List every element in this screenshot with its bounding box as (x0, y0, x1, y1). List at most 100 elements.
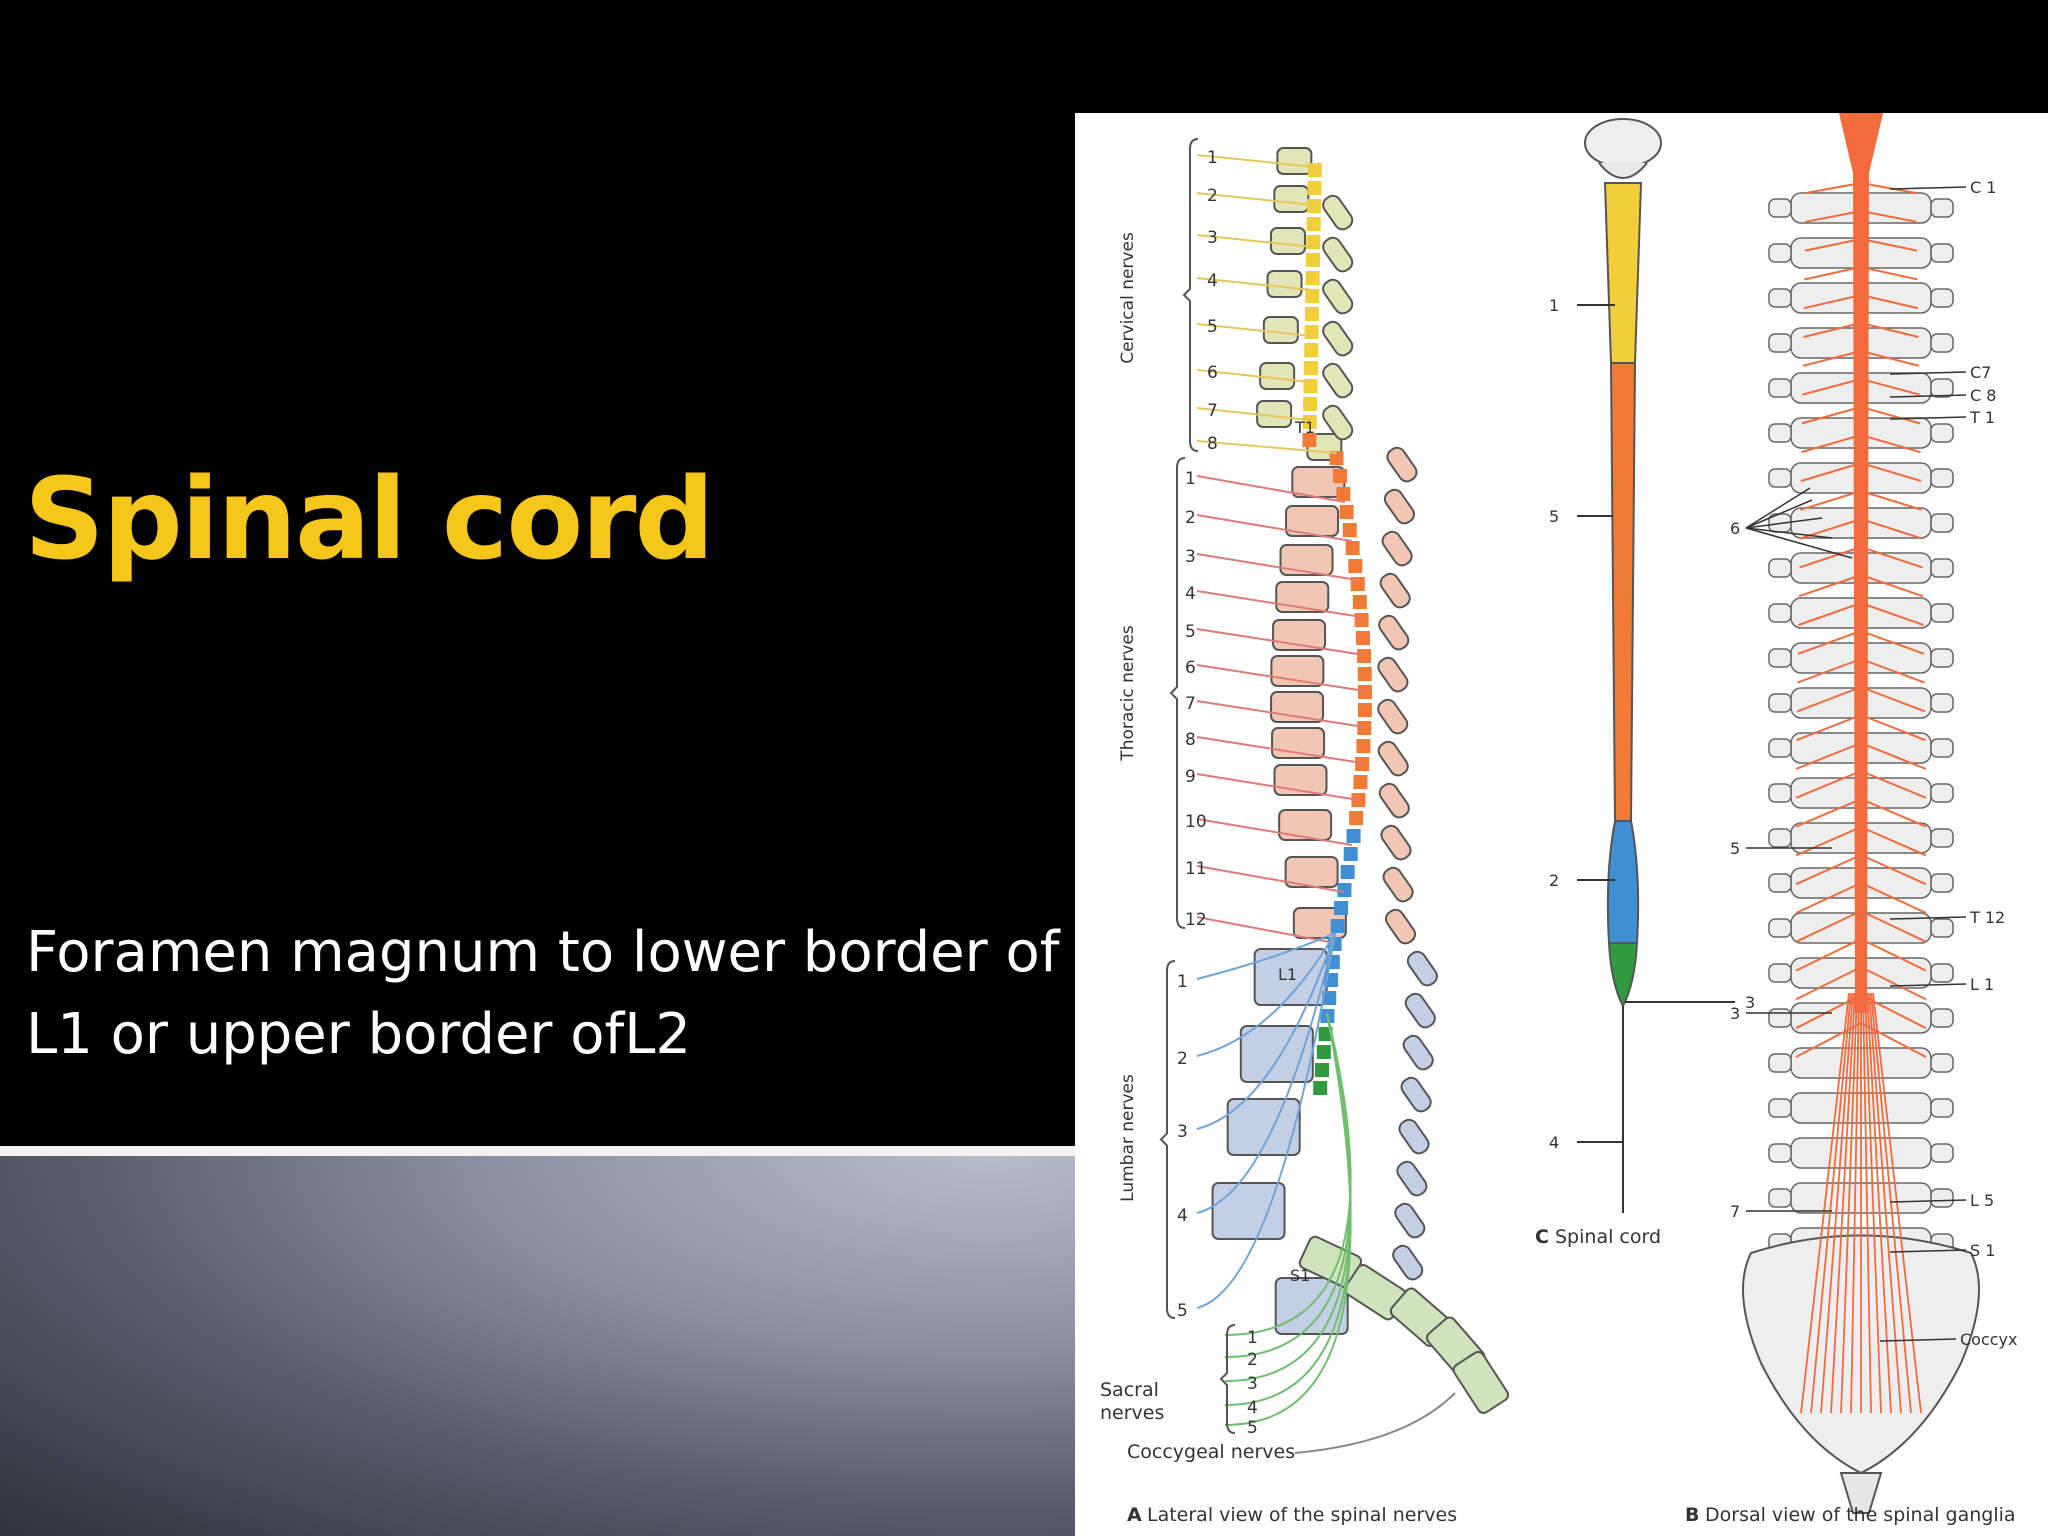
transverse-process (1768, 288, 1792, 308)
vertebral-body (1279, 544, 1334, 576)
dorsal-label-right: C 1 (1970, 178, 1996, 197)
body-line-2: L1 or upper border ofL2 (26, 1002, 692, 1067)
spinous-process (1406, 950, 1438, 987)
cord-segment (1306, 235, 1321, 249)
nerve-root-right (1860, 406, 1921, 425)
caption-c: Spinal cord (1555, 1226, 1661, 1248)
cord-segment (1329, 451, 1344, 465)
nerve-root-left (1800, 462, 1862, 482)
dorsal-label-left: 5 (1730, 839, 1740, 858)
transverse-process (1768, 198, 1792, 218)
transverse-process (1768, 738, 1792, 758)
nerve-number: 3 (1185, 547, 1196, 567)
transverse-process (1930, 198, 1954, 218)
spinous-process (1377, 740, 1409, 777)
cord-segment (1305, 271, 1320, 285)
cord-segment (1345, 541, 1360, 555)
nerve-line (1196, 932, 1336, 1057)
nerve-line (1196, 323, 1312, 337)
nerve-root-left (1802, 378, 1862, 396)
nerve-line (1196, 932, 1336, 1309)
nerve-line (1196, 590, 1362, 618)
nerve-root-right (1860, 322, 1919, 338)
cord-segment (1336, 487, 1351, 501)
nerve-root-right (1860, 854, 1927, 886)
cauda-equina-nerve (1840, 992, 1858, 1414)
dorsal-label-right: Coccyx (1960, 1330, 2018, 1349)
nerve-number: 1 (1207, 148, 1218, 168)
cord-segment (1304, 343, 1319, 357)
nerve-root-right (1860, 210, 1917, 223)
nerve-root-right (1860, 238, 1918, 252)
vertebra-tag-t1: T1 (1294, 418, 1315, 437)
transverse-process (1768, 603, 1792, 623)
transverse-process (1768, 1188, 1792, 1208)
nerve-root-left (1803, 294, 1862, 310)
dorsal-pointer (1745, 527, 1833, 539)
transverse-process (1930, 468, 1954, 488)
cord-segment (1305, 289, 1320, 303)
nerve-root-right (1860, 434, 1921, 454)
nerve-line (1196, 932, 1336, 980)
cord-segment (1357, 703, 1372, 717)
nerve-line (1196, 664, 1366, 692)
nerve-root-left (1796, 714, 1862, 742)
cord-segment (1330, 919, 1345, 933)
cord-segment (1349, 811, 1364, 825)
cord-label: 2 (1549, 871, 1559, 890)
cord-segment (1356, 739, 1371, 753)
slide-body: Foramen magnum to lower border of L1 or … (26, 912, 1076, 1076)
transverse-process (1930, 783, 1954, 803)
nerve-number: 5 (1207, 317, 1218, 337)
spinous-process (1400, 1076, 1432, 1113)
nerve-line (1224, 1012, 1352, 1426)
nerve-number: 2 (1185, 508, 1196, 528)
transverse-process (1930, 1143, 1954, 1163)
nerve-line (1196, 932, 1336, 1214)
nerve-number: 1 (1185, 469, 1196, 489)
transverse-process (1768, 1008, 1792, 1028)
cord-lumbar (1606, 820, 1640, 944)
nerve-number: 11 (1185, 859, 1207, 879)
cord-segment (1306, 217, 1321, 231)
transverse-process (1930, 378, 1954, 398)
transverse-process (1768, 423, 1792, 443)
nerve-root-left (1803, 322, 1862, 338)
transverse-process (1930, 738, 1954, 758)
nerve-root-right (1860, 882, 1927, 914)
cord-segment (1357, 649, 1372, 663)
dorsal-pointer (1889, 371, 1967, 375)
nerve-root-right (1860, 350, 1920, 367)
nerve-root-left (1795, 910, 1862, 943)
nerve-root-left (1799, 546, 1862, 569)
caption-a: Lateral view of the spinal nerves (1147, 1504, 1457, 1526)
nerve-root-right (1860, 630, 1925, 655)
nerve-number: 4 (1177, 1206, 1188, 1226)
group-bracket (1182, 138, 1199, 452)
nerve-root-right (1860, 910, 1927, 943)
nerve-number: 9 (1185, 767, 1196, 787)
spinous-process (1404, 992, 1436, 1029)
cord-segment (1303, 361, 1318, 375)
cord-segment (1357, 667, 1372, 681)
nerve-number: 5 (1177, 1301, 1188, 1321)
nerve-root-right (1860, 518, 1923, 540)
nerve-number: 6 (1207, 363, 1218, 383)
dorsal-pointer (1889, 186, 1967, 190)
spinous-process (1322, 278, 1354, 315)
cauda-equina-nerve (1866, 992, 1892, 1414)
transverse-process (1768, 873, 1792, 893)
cord-segment (1342, 523, 1357, 537)
spinous-process (1396, 1160, 1428, 1197)
nerve-root-right (1860, 826, 1927, 857)
transverse-process (1930, 558, 1954, 578)
dorsal-pointer (1889, 1249, 1967, 1253)
bottom-gradient-band (0, 1150, 1075, 1536)
nerve-root-left (1797, 658, 1862, 684)
nerve-root-left (1795, 742, 1862, 770)
nerve-line (1294, 1392, 1456, 1454)
dorsal-label-right: T 12 (1969, 908, 2005, 927)
